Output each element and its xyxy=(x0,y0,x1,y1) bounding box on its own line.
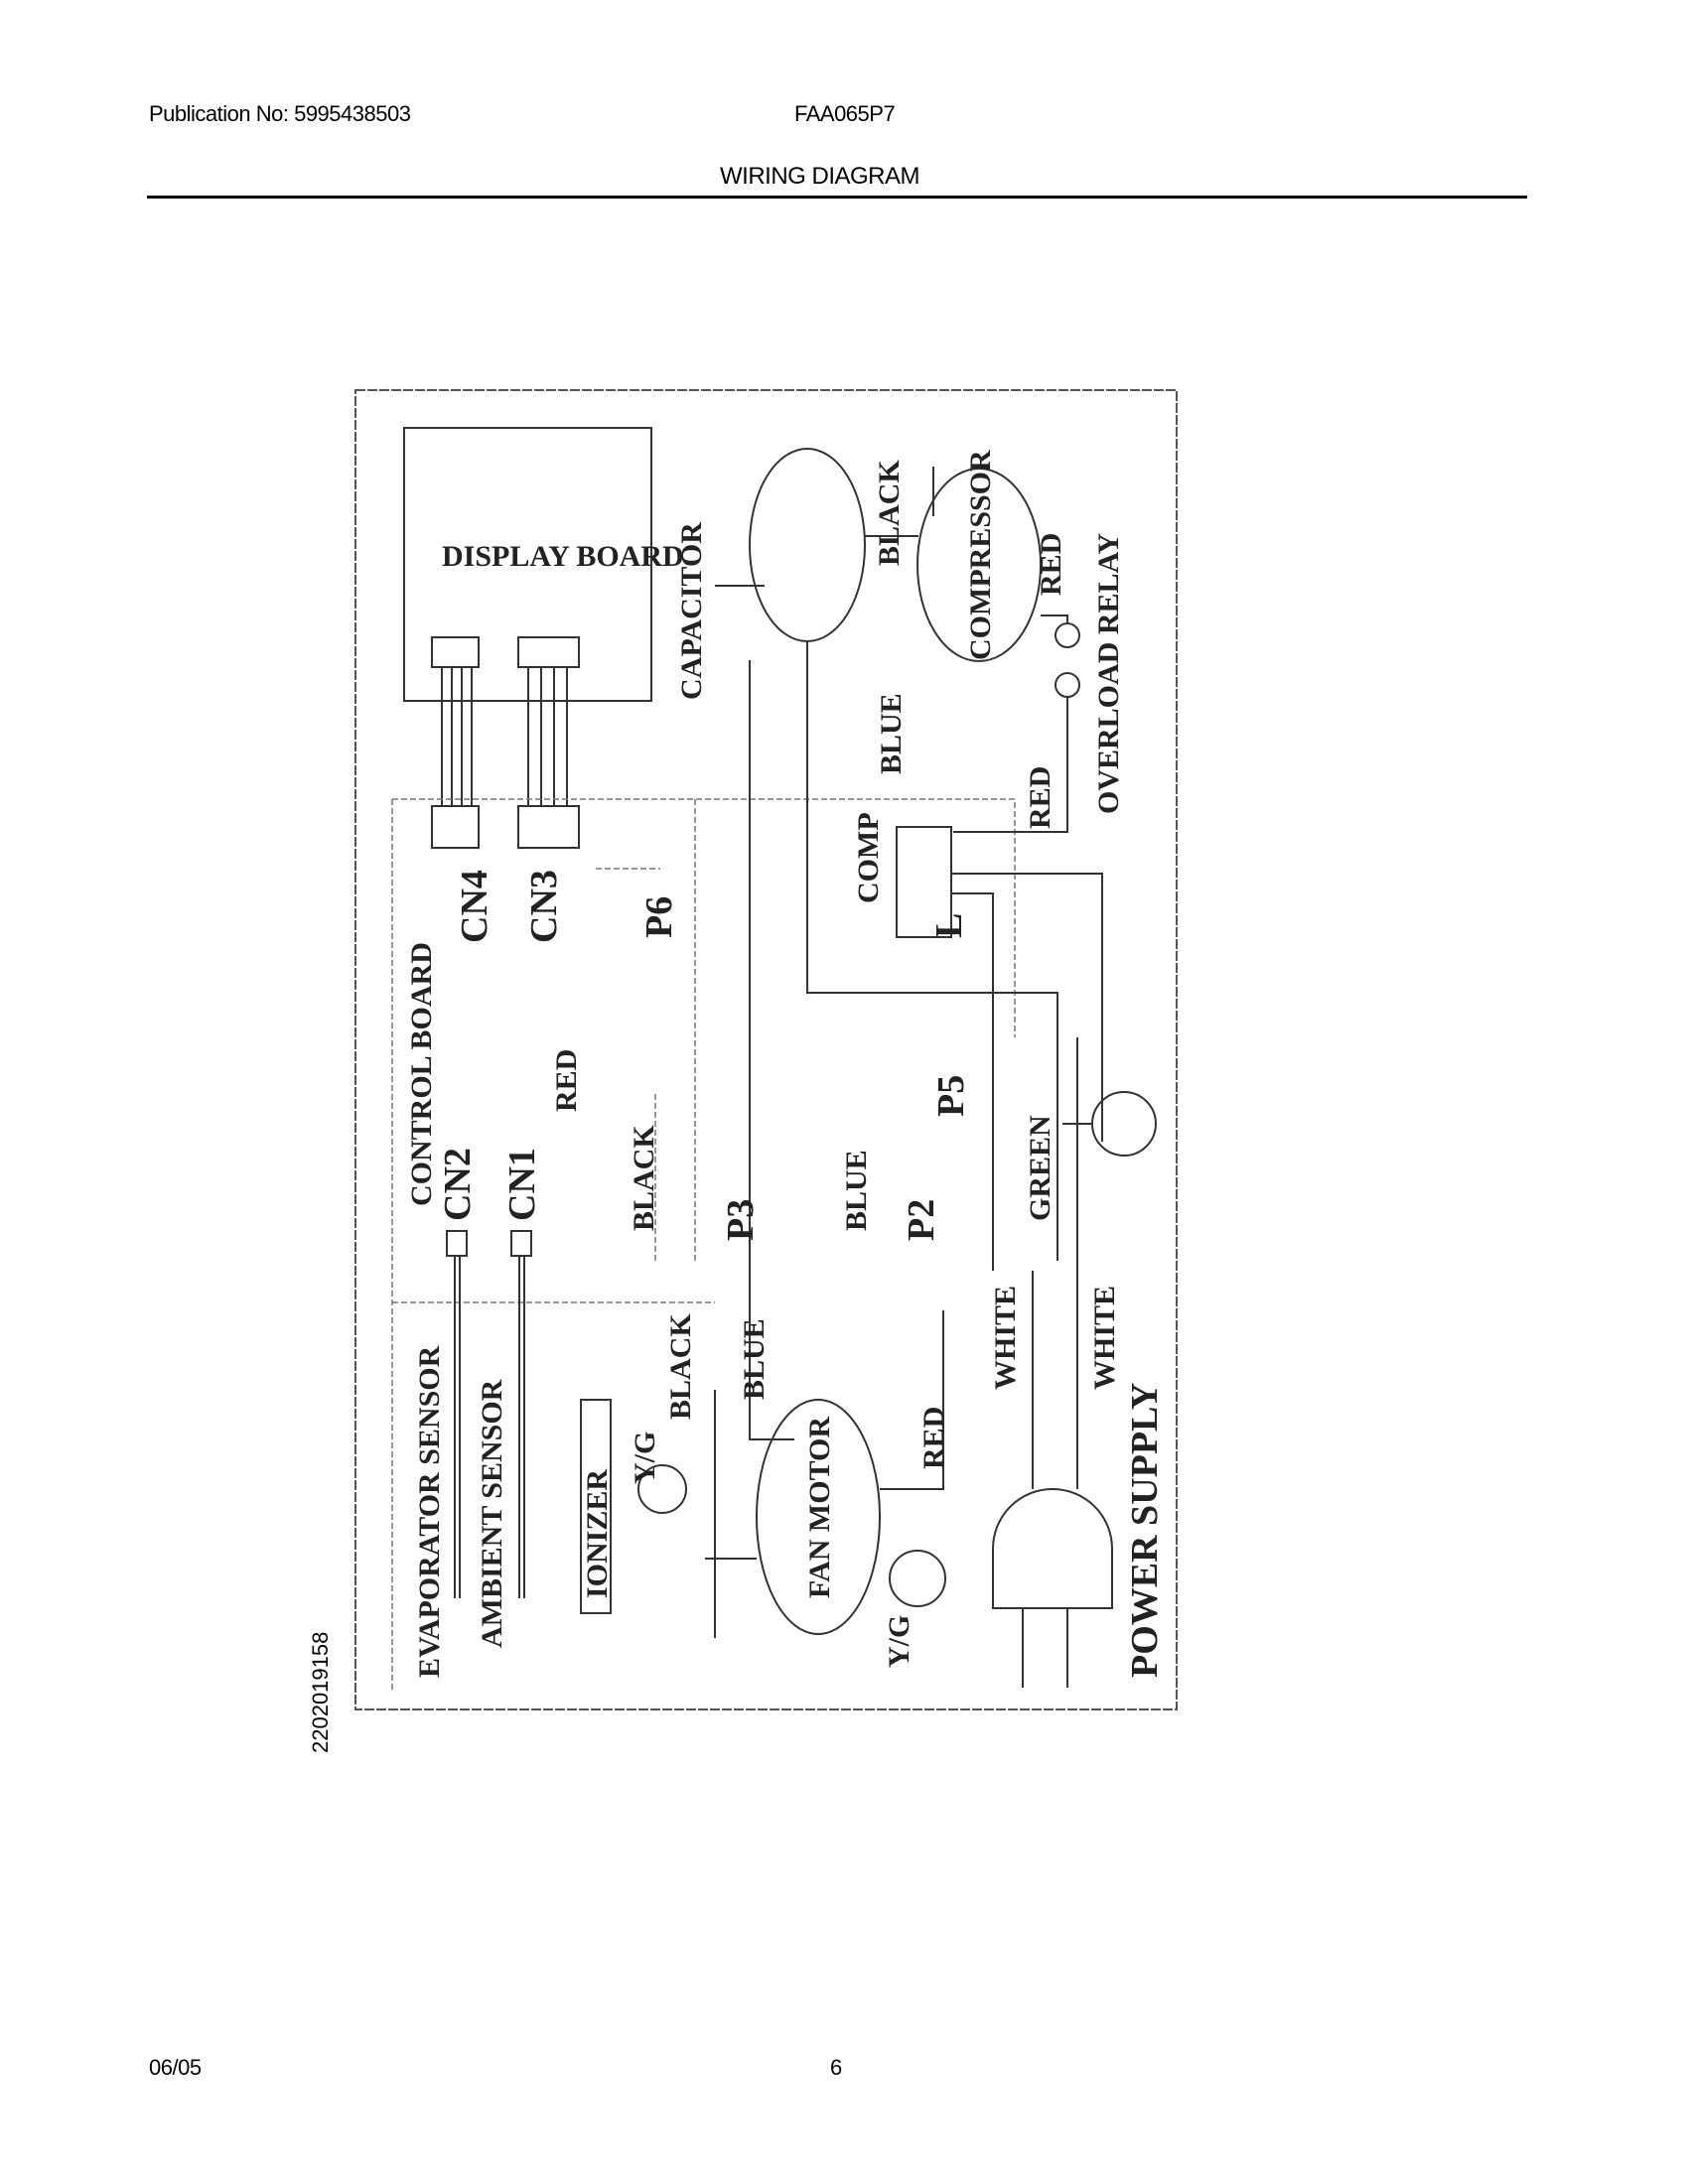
connector-top-cn3 xyxy=(517,636,580,668)
capacitor-wires xyxy=(715,467,1058,1440)
page-title: WIRING DIAGRAM xyxy=(720,163,920,190)
ambient-sensor-cable xyxy=(518,1256,525,1598)
label-wire-green: GREEN xyxy=(1024,1115,1056,1221)
label-p2: P2 xyxy=(901,1199,942,1241)
fan-motor-symbol xyxy=(756,1399,881,1635)
diagram-frame xyxy=(354,389,1178,1710)
label-p5: P5 xyxy=(930,1075,972,1117)
label-wire-red-compressor: RED xyxy=(1035,533,1067,596)
fan-motor-wires xyxy=(705,1310,944,1638)
label-cn4: CN4 xyxy=(454,870,495,943)
label-wire-black-compressor: BLACK xyxy=(873,460,906,566)
overload-relay-symbol-2 xyxy=(1055,672,1080,698)
evaporator-sensor-cable xyxy=(454,1256,461,1598)
side-code: 2202019158 xyxy=(308,1632,333,1753)
publication-number: Publication No: 5995438503 xyxy=(149,101,411,126)
label-cn1: CN1 xyxy=(501,1148,543,1221)
label-comp: COMP xyxy=(852,812,885,903)
label-l: L xyxy=(928,913,970,938)
label-ambient-sensor: AMBIENT SENSOR xyxy=(476,1379,508,1648)
label-compressor: COMPRESSOR xyxy=(964,450,997,660)
ground-icon-fan xyxy=(889,1550,946,1607)
ionizer-box xyxy=(580,1399,612,1614)
label-fan-motor: FAN MOTOR xyxy=(803,1417,836,1598)
header-rule xyxy=(147,196,1527,199)
label-cn2: CN2 xyxy=(437,1148,479,1221)
display-board-label: DISPLAY BOARD xyxy=(442,540,684,573)
label-wire-red-fan: RED xyxy=(917,1407,950,1469)
cn1-connector xyxy=(510,1230,532,1257)
label-cn3: CN3 xyxy=(523,870,565,943)
label-wire-white-1: WHITE xyxy=(989,1286,1022,1390)
label-control-board: CONTROL BOARD xyxy=(405,942,438,1206)
ground-icon-ionizer xyxy=(637,1464,687,1514)
relay-wires xyxy=(953,614,1068,833)
label-wire-black-board: BLACK xyxy=(628,1125,660,1231)
page-number: 6 xyxy=(830,2055,842,2080)
connector-cn4 xyxy=(431,805,480,849)
label-wire-black-fan: BLACK xyxy=(664,1313,697,1420)
ribbon-cables xyxy=(441,667,568,806)
connector-top-cn4 xyxy=(431,636,480,668)
label-p3: P3 xyxy=(720,1199,762,1241)
capacitor-symbol xyxy=(749,448,866,642)
comp-wires xyxy=(951,873,1103,1271)
label-yg-fan: Y/G xyxy=(883,1615,915,1668)
label-wire-blue-fan: BLUE xyxy=(738,1318,771,1400)
control-board-boundary xyxy=(391,798,1016,1693)
comp-relay-box xyxy=(896,826,952,938)
label-p6: P6 xyxy=(638,896,680,938)
connector-cn3 xyxy=(517,805,580,849)
label-wire-blue-board: BLUE xyxy=(840,1150,873,1231)
label-overload-relay: OVERLOAD RELAY xyxy=(1092,533,1125,814)
label-ionizer: IONIZER xyxy=(581,1469,614,1598)
label-yg-ionizer: Y/G xyxy=(629,1432,661,1484)
label-wire-blue-compressor: BLUE xyxy=(875,693,908,774)
label-power-supply: POWER SUPPLY xyxy=(1124,1383,1166,1678)
label-wire-red-board: RED xyxy=(550,1049,583,1112)
label-evaporator-sensor: EVAPORATOR SENSOR xyxy=(413,1345,446,1678)
power-plug-symbol xyxy=(992,1488,1113,1688)
model-number: FAA065P7 xyxy=(794,101,896,126)
footer-date: 06/05 xyxy=(149,2055,202,2080)
label-capacitor: CAPACITOR xyxy=(675,522,708,700)
overload-relay-symbol xyxy=(1055,622,1080,648)
label-wire-red-relay: RED xyxy=(1024,766,1056,829)
connector-wires xyxy=(596,799,696,1261)
cn2-connector xyxy=(446,1230,468,1257)
compressor-symbol xyxy=(916,468,1042,662)
supply-wires xyxy=(1032,1037,1078,1489)
label-wire-white-2: WHITE xyxy=(1088,1286,1121,1390)
